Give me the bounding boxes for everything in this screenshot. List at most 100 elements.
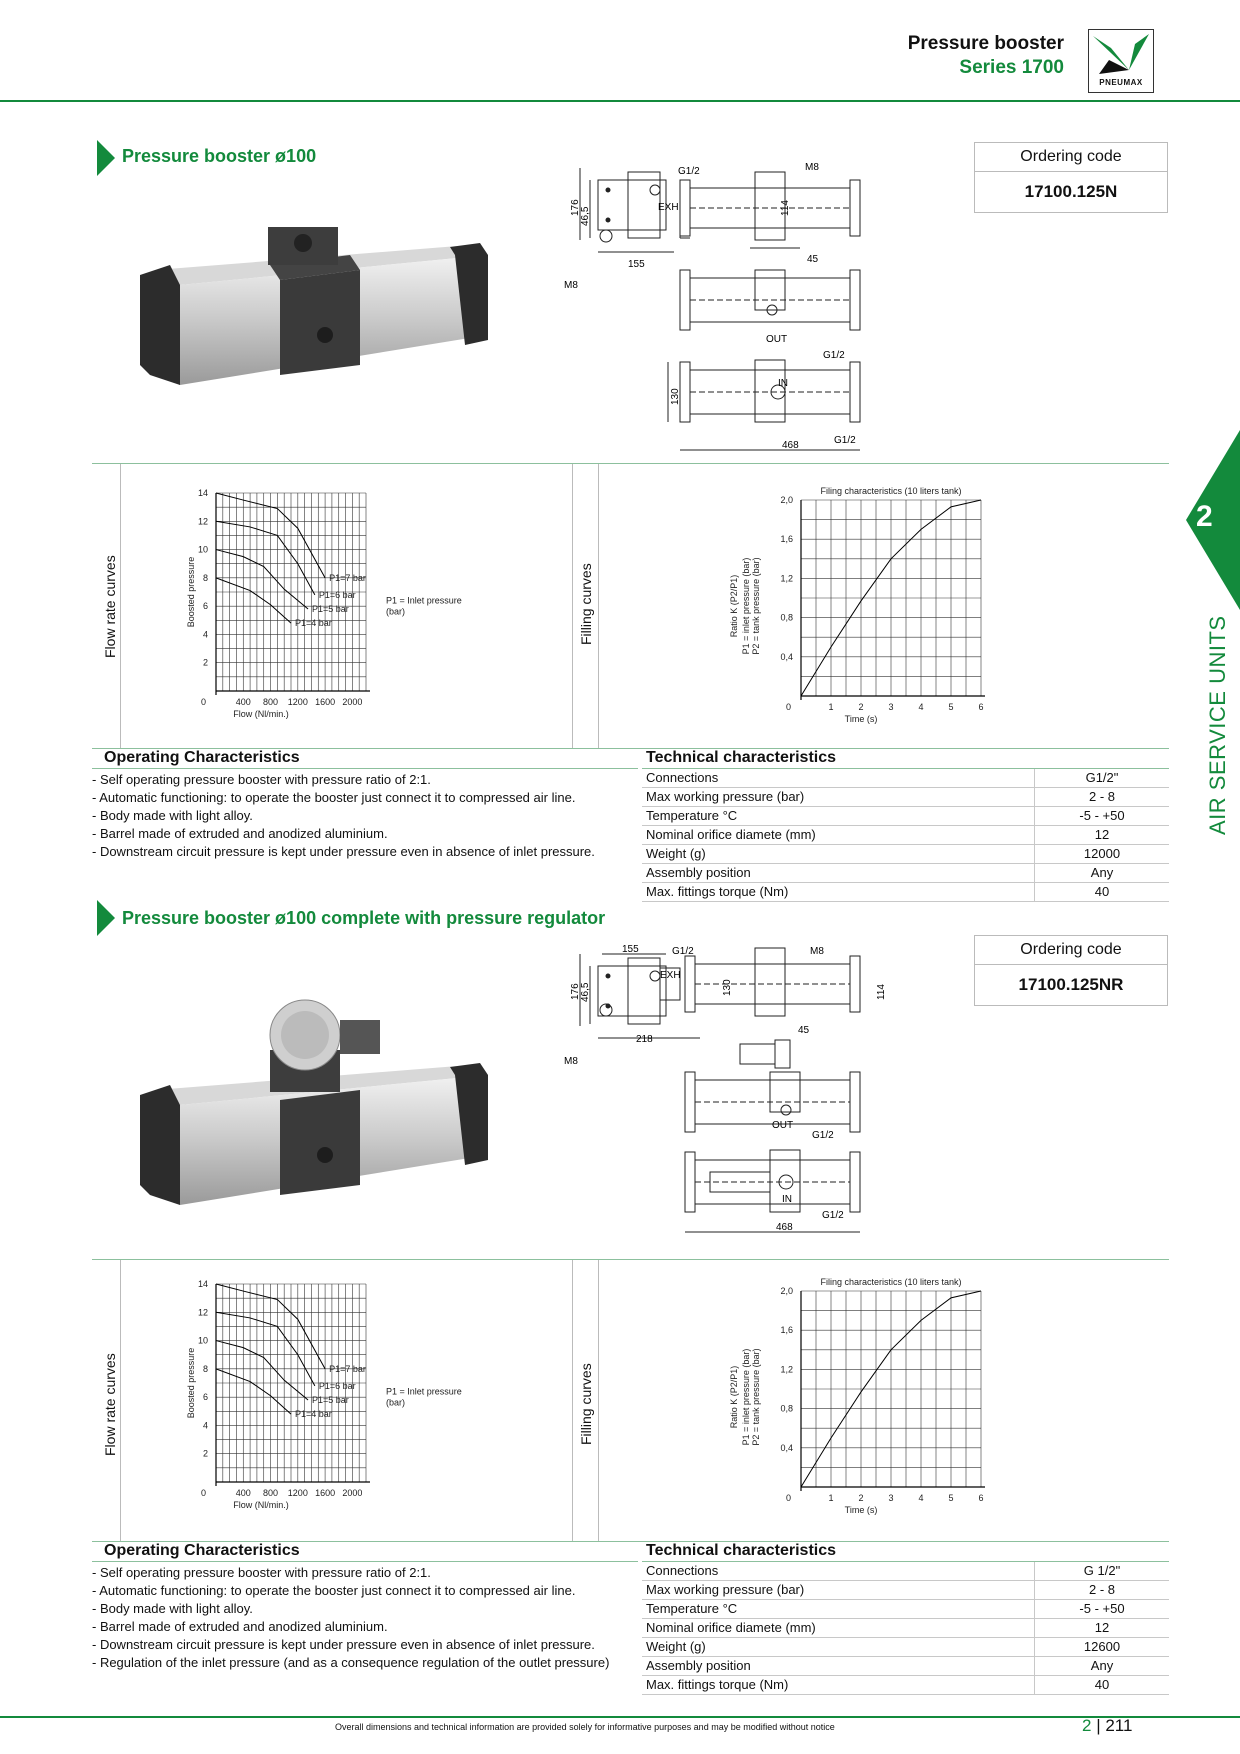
chart-title: Filing characteristics (10 liters tank) xyxy=(820,486,961,496)
dim-m8-bottom: M8 xyxy=(564,1056,578,1067)
dim-m8-top: M8 xyxy=(810,946,824,957)
section-arrow-icon xyxy=(97,140,115,176)
row-key: Weight (g) xyxy=(642,1638,1035,1656)
op-characteristics-list: - Self operating pressure booster with p… xyxy=(92,1564,609,1672)
ordering-label: Ordering code xyxy=(975,936,1167,965)
dim-114: 114 xyxy=(876,984,887,1000)
section2-title: Pressure booster ø100 complete with pres… xyxy=(122,908,606,928)
side-tab-label: AIR SERVICE UNITS xyxy=(1205,615,1230,835)
y-tick-label: 1,6 xyxy=(780,1325,793,1335)
x-tick-label: 3 xyxy=(888,1493,893,1503)
row-value: G1/2" xyxy=(1085,770,1119,785)
chart-panel-border xyxy=(120,1260,121,1542)
series-line xyxy=(215,520,316,596)
y-tick-label: 8 xyxy=(203,1364,208,1374)
row-value: 40 xyxy=(1094,1677,1110,1692)
x-tick-label: 4 xyxy=(918,1493,923,1503)
dim-218: 218 xyxy=(636,1034,653,1045)
section2-chart-rule xyxy=(92,1259,1169,1260)
row-value: Any xyxy=(1090,865,1114,880)
y-tick-label: 12 xyxy=(198,1307,208,1317)
ordering-code: 17100.125NR xyxy=(1018,975,1124,994)
row-key: Nominal orifice diamete (mm) xyxy=(642,1619,1035,1637)
x-tick-label: 2 xyxy=(858,1493,863,1503)
table-row: Max. fittings torque (Nm) 40 xyxy=(642,1676,1169,1695)
x-tick-label: 5 xyxy=(948,702,953,712)
origin-label: 0 xyxy=(786,1493,791,1503)
page-separator: | xyxy=(1096,1716,1106,1735)
row-value: 2 - 8 xyxy=(1088,789,1115,804)
footer-note: Overall dimensions and technical informa… xyxy=(335,1722,835,1732)
op-characteristics-title: Operating Characteristics xyxy=(104,749,300,766)
series-label: P1=4 bar xyxy=(295,1409,332,1419)
page-chapter: 2 xyxy=(1082,1716,1092,1735)
table-row: Max. fittings torque (Nm)40 xyxy=(642,883,1169,902)
chart-panel-border xyxy=(572,464,573,748)
row-key: Assembly position xyxy=(642,864,1035,882)
y-axis-label: Ratio K (P2/P1) xyxy=(729,1366,739,1429)
table-row: Max working pressure (bar)2 - 8 xyxy=(642,788,1169,807)
subhead-rule xyxy=(92,1561,638,1562)
row-value: Any xyxy=(1090,1658,1114,1673)
dim-g12-top: G1/2 xyxy=(672,946,694,957)
label-in: IN xyxy=(778,378,788,389)
table-row: Weight (g)12000 xyxy=(642,845,1169,864)
chart-note: P1 = Inlet pressure(bar) xyxy=(386,1386,462,1407)
y-tick-label: 8 xyxy=(203,573,208,583)
tech-characteristics-title: Technical characteristics xyxy=(646,1542,837,1559)
chart-note: P1 = Inlet pressure(bar) xyxy=(386,595,462,616)
op-item: - Automatic functioning: to operate the … xyxy=(92,1583,576,1598)
dim-g12-bottom: G1/2 xyxy=(834,435,856,446)
header-rule xyxy=(0,100,1240,102)
side-tab-number: 2 xyxy=(1196,500,1213,533)
table-row: Nominal orifice diamete (mm)12 xyxy=(642,826,1169,845)
x-tick-label: 5 xyxy=(948,1493,953,1503)
op-item: - Barrel made of extruded and anodized a… xyxy=(92,1619,388,1634)
y-tick-label: 0,4 xyxy=(780,652,793,662)
row-key: Weight (g) xyxy=(642,845,1035,863)
y-tick-label: 1,6 xyxy=(780,534,793,544)
series-label: P1=5 bar xyxy=(312,604,349,614)
op-item: - Regulation of the inlet pressure (and … xyxy=(92,1655,610,1670)
y-tick-label: 0,4 xyxy=(780,1443,793,1453)
op-item: - Body made with light alloy. xyxy=(92,1601,253,1616)
y-tick-label: 2,0 xyxy=(780,495,793,505)
pneumax-logo-icon xyxy=(1089,34,1153,92)
section2-table-rule xyxy=(92,1541,1169,1542)
y-axis-label-2: P1 = inlet pressure (bar) xyxy=(741,558,751,655)
row-value: -5 - +50 xyxy=(1079,1601,1125,1616)
footer-rule xyxy=(0,1716,1240,1718)
table-row: Max working pressure (bar)2 - 8 xyxy=(642,1581,1169,1600)
series-line xyxy=(215,1340,309,1401)
op-characteristics-title: Operating Characteristics xyxy=(104,1542,300,1559)
row-value: 12 xyxy=(1094,827,1110,842)
row-key: Max. fittings torque (Nm) xyxy=(642,1676,1035,1694)
origin-label: 0 xyxy=(201,1488,206,1498)
row-value: 12600 xyxy=(1083,1639,1121,1654)
x-tick-label: 3 xyxy=(888,702,893,712)
header-series: Series 1700 xyxy=(959,57,1064,78)
chart-panel-border xyxy=(598,1260,599,1542)
origin-label: 0 xyxy=(786,702,791,712)
row-value: G 1/2" xyxy=(1083,1563,1121,1578)
y-tick-label: 2 xyxy=(203,1449,208,1459)
flow-rate-curves-label: Flow rate curves xyxy=(102,1353,118,1456)
series-label: P1=5 bar xyxy=(312,1395,349,1405)
side-tab-shape xyxy=(1186,430,1240,610)
op-characteristics-list: - Self operating pressure booster with p… xyxy=(92,771,595,861)
table-row: Nominal orifice diamete (mm)12 xyxy=(642,1619,1169,1638)
header-title: Pressure booster xyxy=(907,33,1064,54)
dim-m8-top: M8 xyxy=(805,162,819,173)
series-label: P1=4 bar xyxy=(295,618,332,628)
op-item: - Downstream circuit pressure is kept un… xyxy=(92,1637,595,1652)
row-key: Max working pressure (bar) xyxy=(642,1581,1035,1599)
y-axis-label: Boosted pressure xyxy=(186,557,196,628)
dim-176: 176 xyxy=(570,199,581,216)
logo-text: PNEUMAX xyxy=(1099,78,1143,87)
y-axis-label-3: P2 = tank pressure (bar) xyxy=(751,1348,761,1445)
y-tick-label: 14 xyxy=(198,1279,208,1289)
series-line xyxy=(800,499,982,697)
